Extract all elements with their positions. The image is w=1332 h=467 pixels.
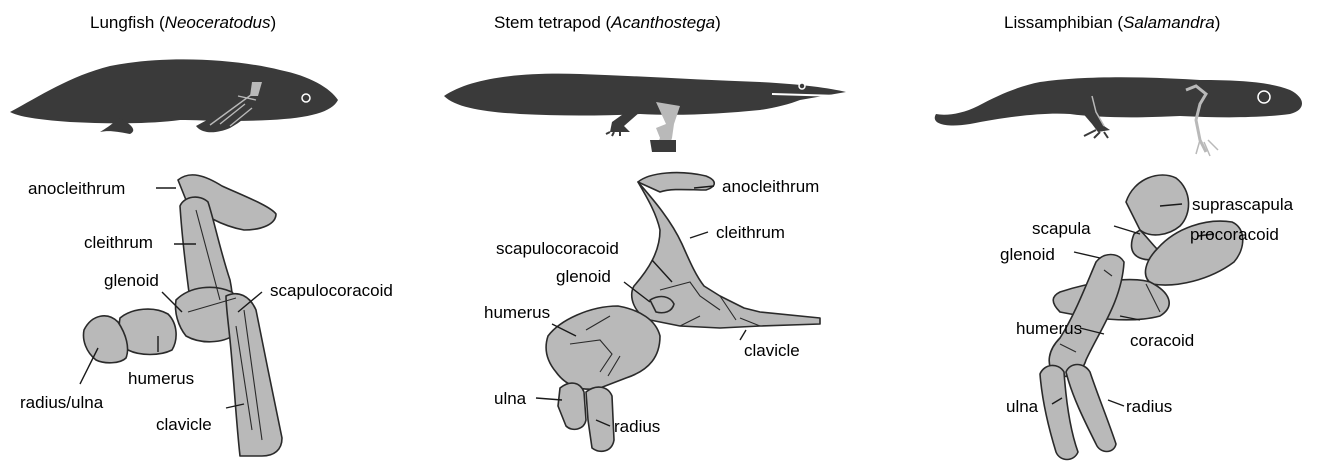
label-scapulocoracoid-acanthostega: scapulocoracoid	[496, 239, 619, 258]
acanthostega-ulna	[558, 383, 586, 429]
label-anocleithrum-acanthostega: anocleithrum	[722, 177, 819, 196]
label-procoracoid: procoracoid	[1190, 225, 1279, 244]
salamandra-shoulder-girdle	[1040, 175, 1243, 460]
lungfish-clavicle	[226, 294, 282, 456]
acanthostega-radius	[586, 387, 614, 451]
label-humerus-acanthostega: humerus	[484, 303, 550, 322]
label-clavicle-acanthostega: clavicle	[744, 341, 800, 360]
panel-title-lungfish: Lungfish (Neoceratodus)	[90, 13, 276, 32]
label-scapula: scapula	[1032, 219, 1091, 238]
label-anocleithrum-lungfish: anocleithrum	[28, 179, 125, 198]
label-cleithrum-acanthostega: cleithrum	[716, 223, 785, 242]
salamandra-silhouette	[935, 77, 1302, 156]
acanthostega-anocleithrum	[638, 173, 714, 192]
label-glenoid-salamandra: glenoid	[1000, 245, 1055, 264]
label-suprascapula: suprascapula	[1192, 195, 1294, 214]
panel-acanthostega: Stem tetrapod (Acanthostega)	[444, 13, 846, 451]
label-ulna-acanthostega: ulna	[494, 389, 527, 408]
label-radius-ulna-lungfish: radius/ulna	[20, 393, 104, 412]
label-coracoid: coracoid	[1130, 331, 1194, 350]
label-clavicle-lungfish: clavicle	[156, 415, 212, 434]
label-radius-salamandra: radius	[1126, 397, 1172, 416]
panel-title-acanthostega: Stem tetrapod (Acanthostega)	[494, 13, 721, 32]
acanthostega-silhouette	[444, 74, 846, 152]
label-ulna-salamandra: ulna	[1006, 397, 1039, 416]
lungfish-silhouette	[10, 59, 338, 134]
label-radius-acanthostega: radius	[614, 417, 660, 436]
panel-title-salamandra: Lissamphibian (Salamandra)	[1004, 13, 1220, 32]
panel-salamandra: Lissamphibian (Salamandra)	[935, 13, 1302, 460]
label-glenoid-lungfish: glenoid	[104, 271, 159, 290]
label-humerus-lungfish: humerus	[128, 369, 194, 388]
label-humerus-salamandra: humerus	[1016, 319, 1082, 338]
acanthostega-humerus	[546, 306, 660, 389]
label-scapulocoracoid-lungfish: scapulocoracoid	[270, 281, 393, 300]
label-glenoid-acanthostega: glenoid	[556, 267, 611, 286]
acanthostega-shoulder-girdle	[546, 173, 820, 452]
salamandra-suprascapula	[1126, 175, 1189, 235]
label-cleithrum-lungfish: cleithrum	[84, 233, 153, 252]
lungfish-shoulder-girdle	[84, 175, 283, 456]
panel-lungfish: Lungfish (Neoceratodus) anoclei	[10, 13, 393, 456]
